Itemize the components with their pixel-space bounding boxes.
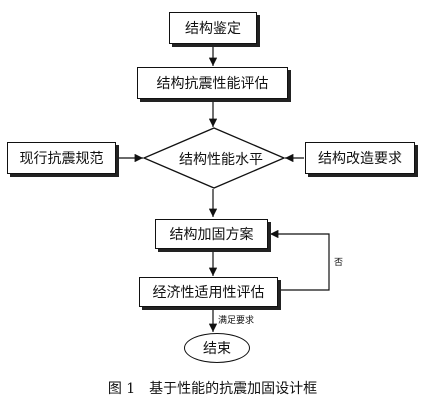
strengthening-scheme-label: 结构加固方案	[169, 227, 254, 243]
renovation-requirements-box: 结构改造要求	[305, 142, 415, 174]
renovation-requirements-label: 结构改造要求	[318, 151, 402, 167]
performance-level-label: 结构性能水平	[179, 152, 263, 168]
decision-diamond	[142, 127, 286, 189]
structure-appraisal-label: 结构鉴定	[185, 21, 241, 37]
arrow-feedback-no	[270, 229, 330, 291]
no-label: 否	[334, 258, 344, 268]
structure-appraisal-box: 结构鉴定	[169, 12, 257, 44]
figure-caption: 图 1 基于性能的抗震加固设计框	[107, 381, 318, 397]
economic-evaluation-label: 经济性适用性评估	[152, 285, 265, 301]
current-seismic-code-box: 现行抗震规范	[7, 142, 116, 174]
end-terminal: 结束	[184, 333, 250, 363]
seismic-evaluation-label: 结构抗震性能评估	[156, 76, 269, 92]
economic-evaluation-box: 经济性适用性评估	[139, 277, 278, 307]
current-seismic-code-label: 现行抗震规范	[19, 151, 104, 167]
satisfies-label: 满足要求	[218, 316, 255, 326]
strengthening-scheme-box: 结构加固方案	[155, 219, 268, 249]
seismic-evaluation-box: 结构抗震性能评估	[137, 67, 288, 99]
end-label: 结束	[203, 341, 231, 357]
